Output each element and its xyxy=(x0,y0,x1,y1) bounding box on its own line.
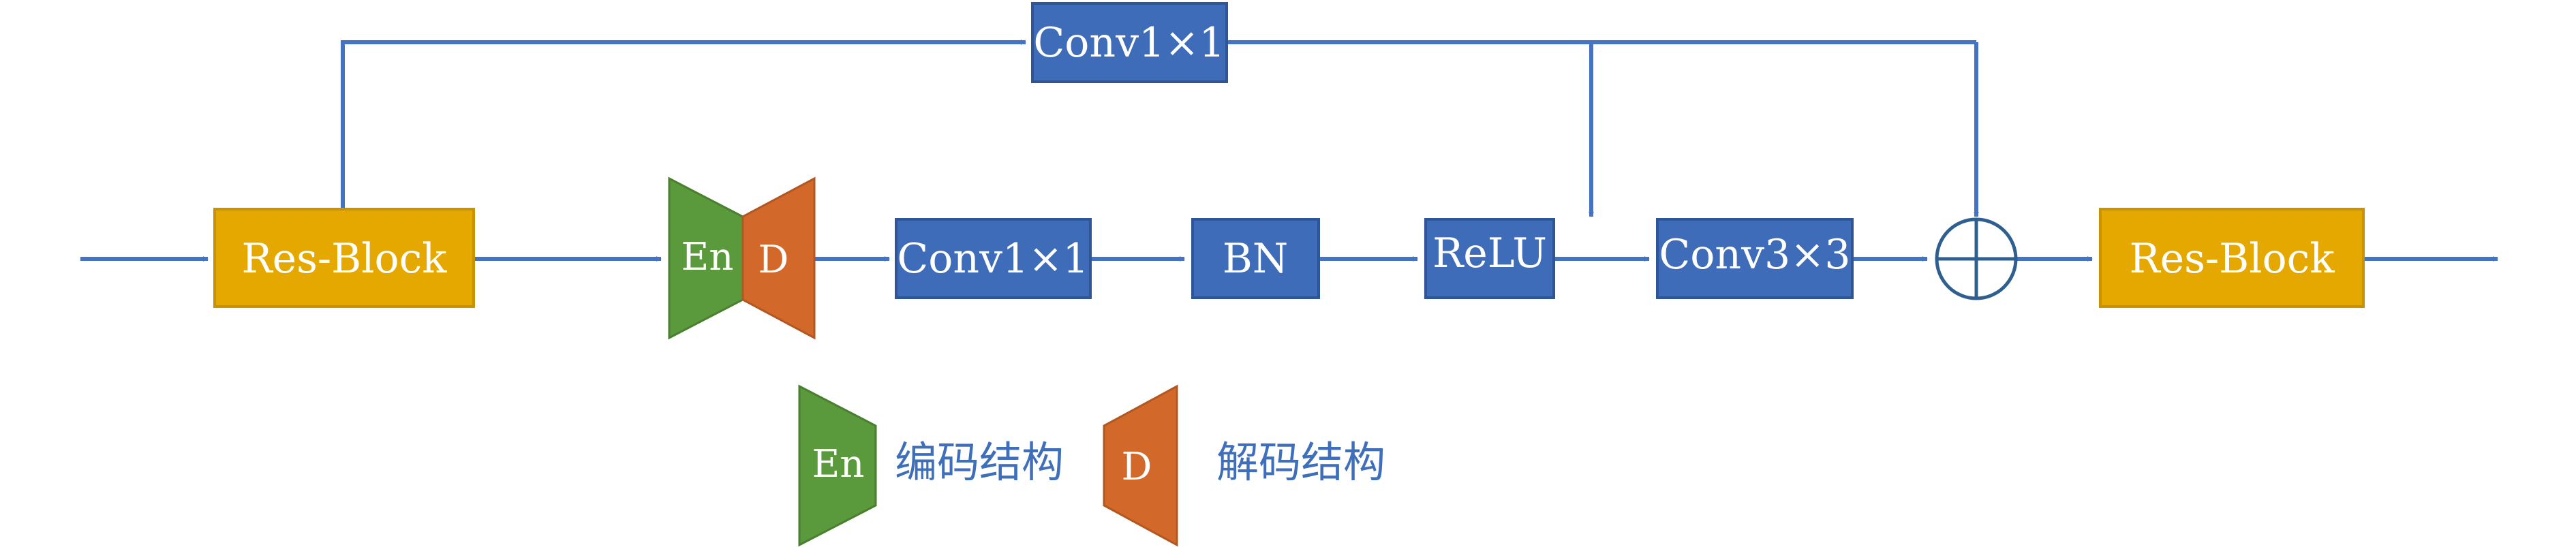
decoder-shape xyxy=(741,176,816,340)
legend-decoder-symbol: D xyxy=(1122,445,1152,489)
conv3x3-block: Conv3×3 xyxy=(1656,218,1854,299)
connectors xyxy=(80,40,2498,262)
conv3x3-label: Conv3×3 xyxy=(1659,231,1850,279)
bn-label: BN xyxy=(1223,235,1289,283)
conv1x1-main-block: Conv1×1 xyxy=(895,218,1092,299)
legend-encoder-symbol: En xyxy=(812,442,865,486)
legend-decoder-shape xyxy=(1103,384,1178,547)
input-res-block-label: Res-Block xyxy=(241,235,447,283)
output-res-block: Res-Block xyxy=(2099,208,2365,308)
legend-decoder-text: 解码结构 xyxy=(1216,437,1385,487)
conv1x1-skip-block: Conv1×1 xyxy=(1031,2,1228,83)
relu-label: ReLU xyxy=(1432,230,1547,277)
relu-block: ReLU xyxy=(1424,218,1555,299)
sum-node xyxy=(1935,217,2018,300)
input-res-block: Res-Block xyxy=(213,208,475,308)
encoder-decoder-block: En D xyxy=(668,176,816,340)
decoder-label: D xyxy=(758,238,789,282)
skip-branch-to-conv1x1 xyxy=(341,40,1026,209)
output-res-block-label: Res-Block xyxy=(2129,235,2335,283)
conv1x1-skip-label: Conv1×1 xyxy=(1033,19,1225,67)
legend-decoder: D 解码结构 xyxy=(1103,384,1385,547)
bn-block: BN xyxy=(1191,218,1320,299)
encoder-label: En xyxy=(681,235,734,279)
legend-encoder: En 编码结构 xyxy=(798,384,1064,547)
legend: En 编码结构 D 解码结构 xyxy=(798,384,1385,547)
legend-encoder-shape xyxy=(798,384,877,547)
legend-encoder-text: 编码结构 xyxy=(895,437,1064,487)
conv1x1-main-label: Conv1×1 xyxy=(897,235,1088,283)
